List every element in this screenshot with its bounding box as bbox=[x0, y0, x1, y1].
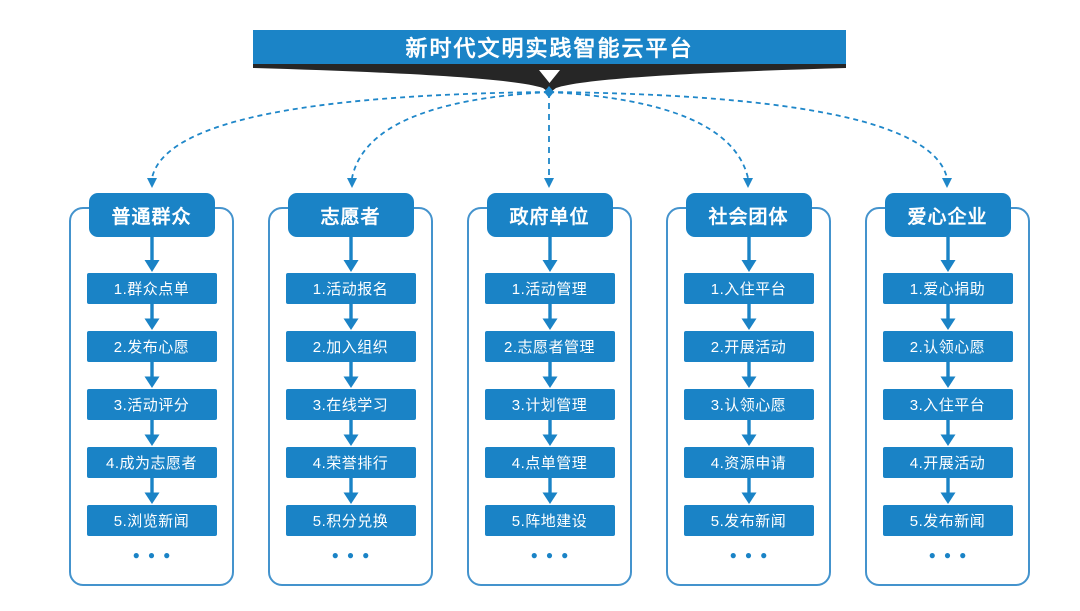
down-arrow-icon bbox=[741, 478, 756, 504]
column-header: 社会团体 bbox=[685, 193, 812, 237]
down-arrow-icon bbox=[144, 362, 159, 388]
step-box: 1.入住平台 bbox=[683, 273, 814, 304]
role-column-government: 政府单位 1.活动管理 2.志愿者管理 3.计划管理 4.点单管理 5.阵地建设… bbox=[467, 193, 632, 586]
down-arrow-icon bbox=[940, 237, 955, 272]
down-arrow-icon bbox=[542, 420, 557, 446]
down-arrow-icon bbox=[542, 237, 557, 272]
more-dots: ●●● bbox=[132, 548, 179, 562]
role-column-enterprise: 爱心企业 1.爱心捐助 2.认领心愿 3.入住平台 4.开展活动 5.发布新闻 … bbox=[865, 193, 1030, 586]
down-arrow-icon bbox=[940, 362, 955, 388]
step-box: 3.在线学习 bbox=[285, 389, 416, 420]
step-box: 2.志愿者管理 bbox=[484, 331, 615, 362]
down-arrow-icon bbox=[144, 478, 159, 504]
down-arrow-icon bbox=[144, 304, 159, 330]
column-header: 志愿者 bbox=[287, 193, 414, 237]
more-dots: ●●● bbox=[530, 548, 577, 562]
step-box: 5.浏览新闻 bbox=[86, 505, 217, 536]
role-column-volunteer: 志愿者 1.活动报名 2.加入组织 3.在线学习 4.荣誉排行 5.积分兑换 ●… bbox=[268, 193, 433, 586]
column-header: 爱心企业 bbox=[884, 193, 1011, 237]
arrowhead-icon bbox=[942, 178, 952, 188]
step-box: 4.成为志愿者 bbox=[86, 447, 217, 478]
down-arrow-icon bbox=[940, 478, 955, 504]
down-arrow-icon bbox=[741, 362, 756, 388]
step-box: 1.活动报名 bbox=[285, 273, 416, 304]
platform-title: 新时代文明实践智能云平台 bbox=[253, 30, 846, 64]
step-box: 2.开展活动 bbox=[683, 331, 814, 362]
step-box: 1.活动管理 bbox=[484, 273, 615, 304]
column-header: 政府单位 bbox=[486, 193, 613, 237]
down-arrow-icon bbox=[343, 237, 358, 272]
down-arrow-icon bbox=[343, 420, 358, 446]
arrowhead-icon bbox=[743, 178, 753, 188]
down-arrow-icon bbox=[343, 478, 358, 504]
step-box: 4.点单管理 bbox=[484, 447, 615, 478]
step-box: 3.认领心愿 bbox=[683, 389, 814, 420]
down-triangle-icon bbox=[539, 70, 560, 83]
down-arrow-icon bbox=[144, 420, 159, 446]
step-box: 4.开展活动 bbox=[882, 447, 1013, 478]
role-columns: 普通群众 1.群众点单 2.发布心愿 3.活动评分 4.成为志愿者 5.浏览新闻… bbox=[69, 193, 1030, 586]
arrowhead-icon bbox=[147, 178, 157, 188]
more-dots: ●●● bbox=[331, 548, 378, 562]
down-arrow-icon bbox=[741, 420, 756, 446]
down-arrow-icon bbox=[343, 304, 358, 330]
arrowhead-icon bbox=[347, 178, 357, 188]
title-ribbon-shape bbox=[253, 64, 846, 93]
down-arrow-icon bbox=[343, 362, 358, 388]
down-arrow-icon bbox=[542, 304, 557, 330]
step-box: 4.资源申请 bbox=[683, 447, 814, 478]
role-column-public: 普通群众 1.群众点单 2.发布心愿 3.活动评分 4.成为志愿者 5.浏览新闻… bbox=[69, 193, 234, 586]
step-box: 5.阵地建设 bbox=[484, 505, 615, 536]
arrowhead-icon bbox=[544, 178, 554, 188]
step-box: 2.加入组织 bbox=[285, 331, 416, 362]
more-dots: ●●● bbox=[729, 548, 776, 562]
step-box: 1.群众点单 bbox=[86, 273, 217, 304]
step-box: 3.计划管理 bbox=[484, 389, 615, 420]
step-box: 1.爱心捐助 bbox=[882, 273, 1013, 304]
step-box: 4.荣誉排行 bbox=[285, 447, 416, 478]
down-arrow-icon bbox=[542, 362, 557, 388]
down-arrow-icon bbox=[144, 237, 159, 272]
step-box: 5.发布新闻 bbox=[882, 505, 1013, 536]
step-box: 5.积分兑换 bbox=[285, 505, 416, 536]
column-header: 普通群众 bbox=[88, 193, 215, 237]
down-arrow-icon bbox=[940, 420, 955, 446]
more-dots: ●●● bbox=[928, 548, 975, 562]
step-box: 2.发布心愿 bbox=[86, 331, 217, 362]
down-arrow-icon bbox=[542, 478, 557, 504]
step-box: 5.发布新闻 bbox=[683, 505, 814, 536]
step-box: 2.认领心愿 bbox=[882, 331, 1013, 362]
down-arrow-icon bbox=[741, 237, 756, 272]
role-column-social-group: 社会团体 1.入住平台 2.开展活动 3.认领心愿 4.资源申请 5.发布新闻 … bbox=[666, 193, 831, 586]
down-arrow-icon bbox=[940, 304, 955, 330]
step-box: 3.入住平台 bbox=[882, 389, 1013, 420]
step-box: 3.活动评分 bbox=[86, 389, 217, 420]
down-arrow-icon bbox=[741, 304, 756, 330]
